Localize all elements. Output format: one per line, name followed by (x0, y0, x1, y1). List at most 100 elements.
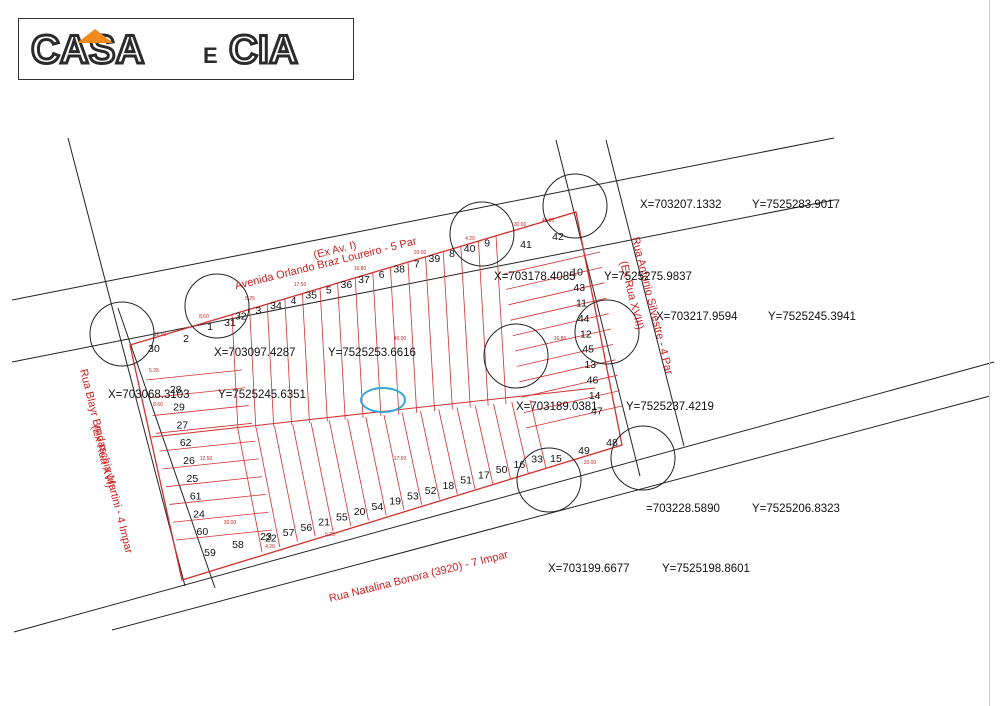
lot-line (337, 282, 346, 420)
lot-number: 20 (354, 506, 366, 518)
dimension-label: 17.50 (294, 282, 307, 288)
lot-line (525, 405, 623, 429)
survey-circle (483, 323, 549, 389)
page-edge (989, 0, 990, 706)
lot-number: 26 (183, 455, 195, 467)
lot-number: 35 (305, 290, 317, 302)
lot-line (155, 422, 253, 434)
lot-number: 24 (193, 508, 205, 520)
lot-number-corner: 49 (578, 445, 590, 457)
dimension-label: 4.20 (465, 236, 475, 242)
lot-line (521, 374, 618, 398)
lot-number: 6 (379, 269, 385, 281)
logo-word-e: E (203, 43, 218, 68)
lot-number: 25 (186, 473, 198, 485)
lot-number-corner: 30 (148, 343, 160, 355)
left-street-line-outer (67, 137, 186, 587)
lot-line (478, 241, 489, 406)
dimension-label: 17.50 (394, 456, 407, 462)
dimension-label: 40.00 (542, 218, 555, 224)
lot-number: 34 (270, 300, 282, 312)
street-lines (11, 137, 995, 633)
lot-line (514, 328, 612, 352)
survey-circle (449, 201, 515, 267)
dimension-labels: 5.258.6012.5030.0040.0017.5016.8020.004.… (149, 218, 596, 550)
block-midline (151, 387, 596, 438)
lot-number: 18 (443, 480, 455, 492)
lot-line (169, 494, 266, 505)
survey-circle (610, 425, 676, 491)
lot-number: 54 (372, 501, 384, 513)
dimension-label: 5.25 (149, 368, 159, 374)
coord-x: X=703178.4085 (494, 271, 576, 283)
lot-line (529, 399, 547, 469)
center-marker-icon (360, 387, 406, 413)
coord-y: Y=7525283.9017 (752, 199, 840, 211)
dimension-label: 12.50 (200, 456, 213, 462)
lot-line (425, 256, 435, 411)
lot-number-corner: 48 (606, 437, 618, 449)
coord-x: X=703068.3103 (108, 389, 190, 401)
logo-mark: CASA E CIA (30, 27, 300, 74)
bottom-street-line-outer (13, 361, 995, 633)
lot-line (460, 246, 471, 408)
lot-line (523, 390, 620, 413)
lot-number: 13 (584, 359, 596, 371)
coord-y: Y=7525245.3941 (768, 311, 856, 323)
block-outline (129, 211, 623, 581)
lot-line (162, 458, 259, 470)
lot-number: 14 (589, 390, 601, 402)
dimension-label: 40.00 (394, 336, 407, 342)
lot-line (495, 235, 507, 405)
lot-number: 4 (291, 295, 297, 307)
bottom-street-line-inner (111, 395, 991, 631)
lot-line (354, 277, 364, 418)
lot-number-corner: 15 (550, 453, 562, 465)
lot-number: 32 (235, 310, 247, 322)
coord-y: Y=7525206.8323 (752, 503, 840, 515)
coord-y: Y=7525245.6351 (218, 389, 306, 401)
lot-line (172, 511, 269, 523)
bottom-street-name: Rua Natalina Bonora (3920) - 7 Impar (328, 549, 510, 605)
lot-line (510, 297, 607, 321)
lot-number-corner: 42 (552, 231, 564, 243)
lot-number: 60 (196, 526, 208, 538)
lot-line (401, 413, 423, 505)
lot-number-corner: 58 (232, 539, 244, 551)
survey-circle (542, 173, 608, 239)
lot-number: 39 (429, 253, 441, 265)
lot-line (255, 428, 281, 547)
lot-line (442, 251, 453, 410)
coord-x: X=703199.6677 (548, 563, 630, 575)
survey-circles (89, 173, 676, 513)
lot-number: 22 (265, 532, 277, 544)
lot-line (302, 293, 310, 424)
lot-number: 19 (389, 496, 401, 508)
lot-number: 37 (358, 274, 370, 286)
lot-number: 11 (576, 298, 587, 310)
lot-number: 5 (326, 284, 332, 296)
survey-circle (184, 273, 250, 339)
lot-number: 8 (449, 248, 455, 260)
lot-line (474, 405, 494, 484)
lot-line (152, 405, 249, 416)
dimension-label: 16.80 (354, 266, 367, 272)
survey-circle (89, 301, 155, 367)
lot-number-corner: 1 (207, 321, 213, 333)
dimension-label: 20.00 (414, 250, 427, 256)
dimension-label: 12.50 (154, 332, 167, 338)
lot-number: 47 (591, 405, 603, 417)
lot-number: 29 (173, 402, 185, 414)
lot-line (517, 344, 614, 367)
lot-line (284, 298, 292, 425)
dimension-label: 20.00 (584, 460, 597, 466)
lot-line (274, 426, 298, 542)
lot-line (383, 414, 405, 511)
right-street-line-outer (605, 139, 685, 447)
dimension-label: 16.80 (554, 336, 567, 342)
lot-line (237, 429, 263, 553)
lot-number: 56 (301, 522, 313, 534)
lot-number: 57 (283, 527, 295, 539)
lot-number: 10 (571, 267, 583, 279)
